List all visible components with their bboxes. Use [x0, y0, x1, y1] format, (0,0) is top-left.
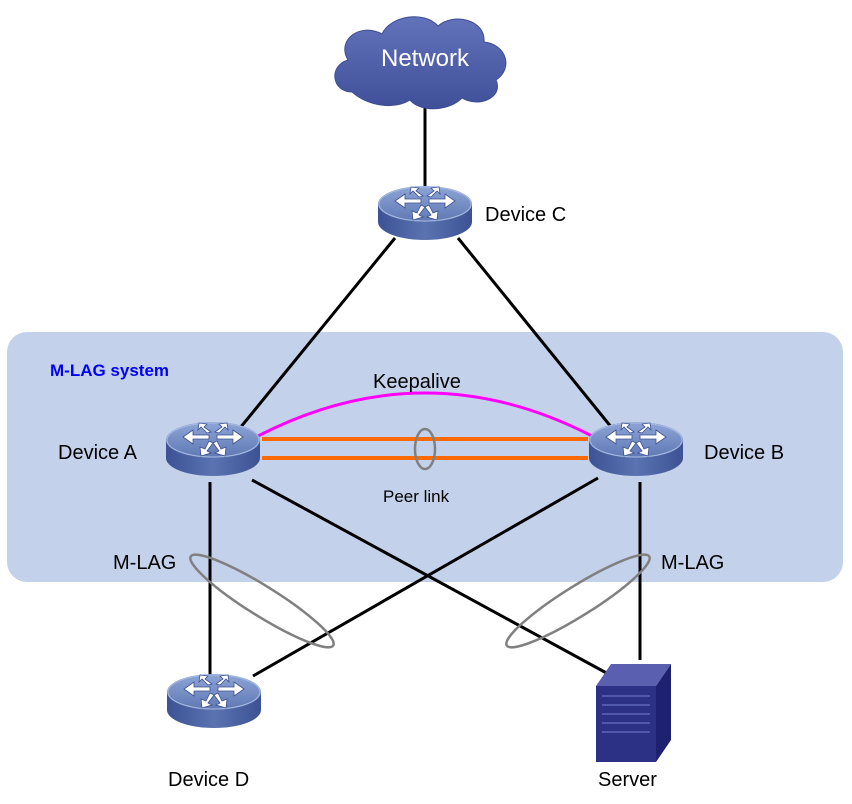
- server-icon: [596, 664, 671, 762]
- link-c-a: [238, 237, 397, 429]
- peer-link: [262, 437, 588, 460]
- mlag-label-right: M-LAG: [661, 552, 724, 574]
- peer-link-label: Peer link: [383, 487, 450, 506]
- link-c-b: [456, 237, 614, 429]
- peer-link-ring: [413, 427, 437, 471]
- switch-icon: [377, 185, 473, 241]
- server-label: Server: [598, 769, 657, 791]
- device-a-label: Device A: [58, 442, 138, 464]
- mlag-system-label: M-LAG system: [50, 361, 169, 380]
- cloud-icon: [334, 16, 507, 110]
- device-c-label: Device C: [485, 204, 566, 226]
- switch-icon: [588, 421, 684, 477]
- switch-icon: [165, 421, 261, 477]
- device-b-label: Device B: [704, 442, 784, 464]
- keepalive-link: [257, 391, 593, 438]
- switch-icon: [166, 673, 262, 729]
- mlag-ring-right: [505, 553, 651, 649]
- mlag-ring-left: [189, 553, 335, 649]
- cloud-label: Network: [381, 45, 470, 72]
- link-a-server: [251, 478, 613, 678]
- keepalive-label: Keepalive: [373, 371, 461, 393]
- device-d-label: Device D: [168, 769, 249, 791]
- mlag-label-left: M-LAG: [113, 552, 176, 574]
